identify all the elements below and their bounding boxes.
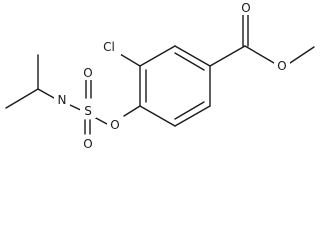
svg-text:N: N (58, 93, 67, 107)
svg-text:O: O (83, 66, 92, 80)
atom-label-carbonyl-oxygen: O (238, 0, 254, 15)
svg-text:Cl: Cl (103, 40, 115, 54)
svg-text:O: O (277, 59, 286, 73)
atom-label-sulfonyl-oxygen-bottom: O (80, 135, 96, 151)
svg-text:O: O (83, 137, 92, 151)
atom-label-nitrogen: N (54, 91, 70, 107)
atom-label-sulfur: S (80, 102, 96, 118)
svg-text:S: S (84, 104, 92, 118)
methyl-ester-group (209, 13, 315, 67)
svg-text:O: O (241, 1, 250, 15)
atom-label-ester-oxygen: O (274, 57, 290, 73)
svg-text:O: O (110, 118, 119, 132)
atom-label-sulfonyl-oxygen-top: O (80, 64, 96, 80)
benzene-ring (139, 45, 211, 127)
atom-label-chlorine: Cl (97, 38, 121, 55)
chloro-bond (119, 53, 141, 67)
chemical-structure: Cl O O O S O O N (5, 0, 315, 151)
atom-label-aryl-oxygen: O (107, 116, 123, 132)
